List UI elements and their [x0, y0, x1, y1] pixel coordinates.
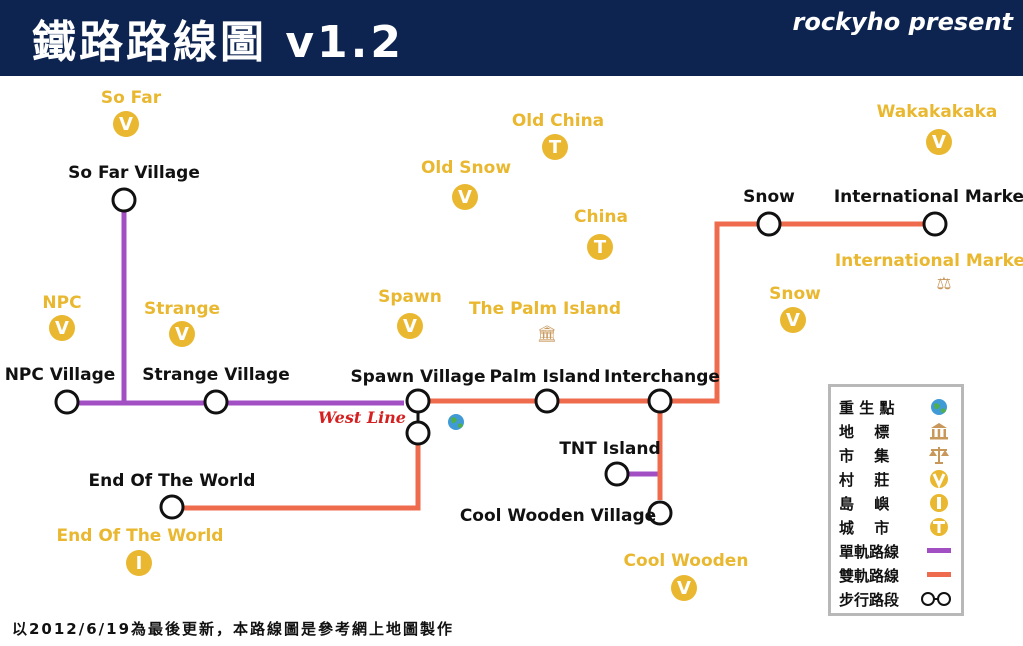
city-icon: T: [542, 134, 568, 160]
landmark-label-cool-wooden: Cool Wooden: [624, 551, 749, 571]
landmark-label-old-china: Old China: [512, 111, 604, 131]
svg-text:I: I: [136, 553, 143, 574]
station-dot-tnt-island[interactable]: [604, 461, 630, 487]
village-icon: V: [671, 575, 697, 601]
west-line-label: West Line: [318, 408, 406, 427]
spawn-point-icon: [448, 414, 464, 430]
station-dot-spawn-village[interactable]: [405, 388, 431, 414]
station-label-palm-island: Palm Island: [490, 367, 601, 387]
landmark-icon: 🏛: [537, 324, 557, 343]
village-icon: V: [397, 313, 423, 339]
station-label-npc-village: NPC Village: [5, 365, 116, 385]
station-label-end-of-the-world: End Of The World: [89, 471, 256, 491]
svg-text:V: V: [677, 578, 691, 599]
landmark-label-so-far: So Far: [101, 88, 162, 108]
page-title: 鐵路路線圖 v1.2: [32, 17, 404, 68]
svg-text:V: V: [119, 114, 133, 135]
footer-note: 以2012/6/19為最後更新，本路線圖是參考網上地圖製作: [12, 620, 455, 638]
walking-section-icon: [921, 592, 951, 606]
village-icon: V: [926, 129, 952, 155]
station-dot-spawn-walk[interactable]: [405, 420, 431, 446]
legend-box: 重 生 點 地 標 市 集 村 莊 島 嶼 城 市 單軌路線 雙軌路線 步行路段: [828, 384, 964, 616]
station-dot-end-of-the-world[interactable]: [159, 494, 185, 520]
village-icon: [930, 470, 948, 489]
legend-item-single-track: 單軌路線: [839, 539, 957, 563]
village-icon: V: [113, 111, 139, 137]
landmark-label-old-snow: Old Snow: [421, 158, 511, 178]
landmark-label-spawn: Spawn: [378, 287, 442, 307]
landmark-label-international-market: International Market: [835, 251, 1023, 271]
double-track-lines: [184, 221, 923, 511]
svg-text:V: V: [932, 132, 946, 153]
svg-text:V: V: [786, 310, 800, 331]
station-label-spawn-village: Spawn Village: [350, 367, 485, 387]
village-icon: V: [780, 307, 806, 333]
single-track-swatch: [927, 548, 951, 553]
legend-item-city: 城 市: [839, 515, 957, 539]
legend-item-village: 村 莊: [839, 467, 957, 491]
svg-text:⚖: ⚖: [936, 274, 951, 294]
legend-item-market: 市 集: [839, 443, 957, 467]
svg-text:V: V: [175, 324, 189, 345]
single-track-lines: [79, 212, 660, 477]
market-icon: ⚖: [936, 274, 951, 294]
legend-item-walking-section: 步行路段: [839, 587, 957, 611]
station-dot-international-market[interactable]: [922, 211, 948, 237]
station-dot-palm-island[interactable]: [534, 388, 560, 414]
station-dot-interchange[interactable]: [647, 388, 673, 414]
legend-item-landmark: 地 標: [839, 419, 957, 443]
svg-text:V: V: [458, 187, 472, 208]
landmark-label-strange: Strange: [144, 299, 220, 319]
station-label-snow: Snow: [743, 187, 795, 207]
island-icon: I: [126, 550, 152, 576]
header-bar: 鐵路路線圖 v1.2 rockyho present: [0, 0, 1023, 76]
station-label-interchange: Interchange: [604, 367, 720, 387]
station-dot-cool-wooden-village[interactable]: [647, 500, 673, 526]
city-icon: [930, 518, 948, 536]
svg-text:V: V: [403, 316, 417, 337]
svg-text:T: T: [594, 237, 607, 258]
landmark-icon: [930, 423, 948, 440]
station-dot-so-far-village[interactable]: [111, 187, 137, 213]
svg-text:🏛: 🏛: [537, 324, 557, 343]
double-track-main: [430, 221, 757, 404]
legend-item-spawn-point: 重 生 點: [839, 395, 957, 419]
spawn-point-icon: [931, 399, 947, 415]
station-label-cool-wooden-village: Cool Wooden Village: [460, 506, 656, 526]
svg-text:V: V: [55, 318, 69, 339]
landmark-label-wakakakaka: Wakakakaka: [877, 102, 998, 122]
landmark-label-snow: Snow: [769, 284, 821, 304]
landmark-label-china: China: [574, 207, 628, 227]
landmark-label-npc: NPC: [42, 293, 81, 313]
station-dot-strange-village[interactable]: [203, 389, 229, 415]
station-label-so-far-village: So Far Village: [68, 163, 200, 183]
city-icon: T: [587, 234, 613, 260]
svg-text:T: T: [549, 137, 562, 158]
island-icon: [930, 494, 948, 512]
station-label-international-market: International Market: [834, 187, 1023, 207]
landmark-label-end-of-the-world: End Of The World: [57, 526, 224, 546]
station-dot-snow[interactable]: [756, 211, 782, 237]
author-credit: rockyho present: [792, 8, 1014, 36]
double-track-swatch: [927, 572, 951, 577]
double-track-end-world: [184, 445, 421, 511]
legend-item-double-track: 雙軌路線: [839, 563, 957, 587]
village-icon: V: [169, 321, 195, 347]
station-dot-npc-village[interactable]: [54, 389, 80, 415]
legend-item-island: 島 嶼: [839, 491, 957, 515]
landmark-label-the-palm-island: The Palm Island: [469, 299, 621, 319]
market-icon: [929, 447, 949, 464]
village-icon: V: [452, 184, 478, 210]
village-icon: V: [49, 315, 75, 341]
station-label-strange-village: Strange Village: [142, 365, 289, 385]
station-label-tnt-island: TNT Island: [559, 439, 660, 459]
